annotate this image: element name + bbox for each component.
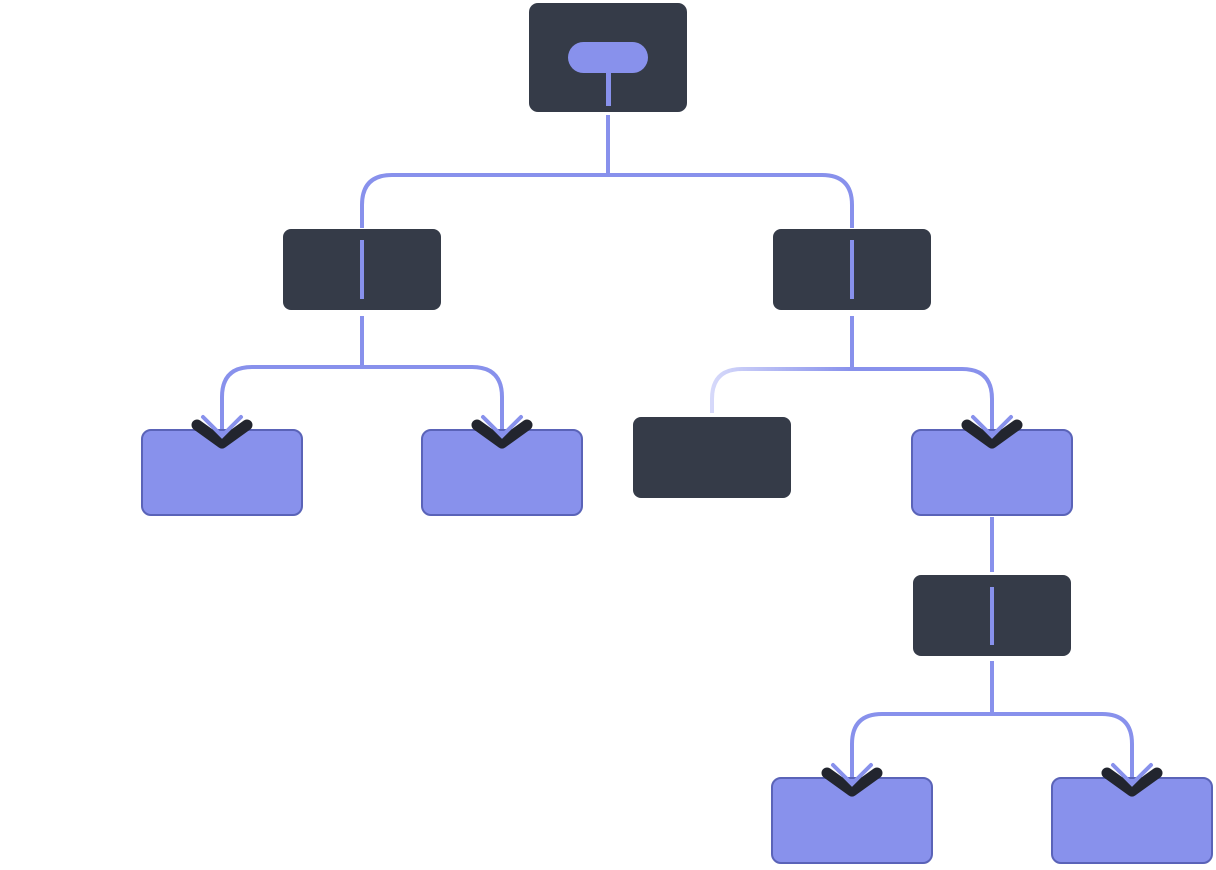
arrow-down-icon <box>191 415 253 449</box>
left-branch-line <box>360 240 364 299</box>
edge-left-leaf2 <box>362 365 504 440</box>
edge-root-right <box>608 173 854 228</box>
inactive-node <box>633 417 791 498</box>
arrow-down-icon <box>821 763 883 797</box>
arrow-down-icon <box>961 415 1023 449</box>
pill-icon <box>568 42 648 73</box>
leaf-node-1 <box>141 429 303 516</box>
edge-left-leaf1 <box>220 365 362 440</box>
leaf-node-4 <box>771 777 933 864</box>
leaf-node-5 <box>1051 777 1213 864</box>
arrow-down-icon <box>1101 763 1163 797</box>
root-stem <box>606 72 611 106</box>
right-branch-line <box>850 240 854 299</box>
leaf-node-3 <box>911 429 1073 516</box>
edge-sub-leaf5 <box>992 712 1134 788</box>
edge-sub-leaf4 <box>850 712 992 788</box>
leaf-node-2 <box>421 429 583 516</box>
edge-right-leaf3 <box>852 367 994 440</box>
edge-root-left <box>360 173 608 228</box>
arrow-down-icon <box>471 415 533 449</box>
edge-right-inactive <box>710 367 852 413</box>
sub-branch-line <box>990 587 994 645</box>
